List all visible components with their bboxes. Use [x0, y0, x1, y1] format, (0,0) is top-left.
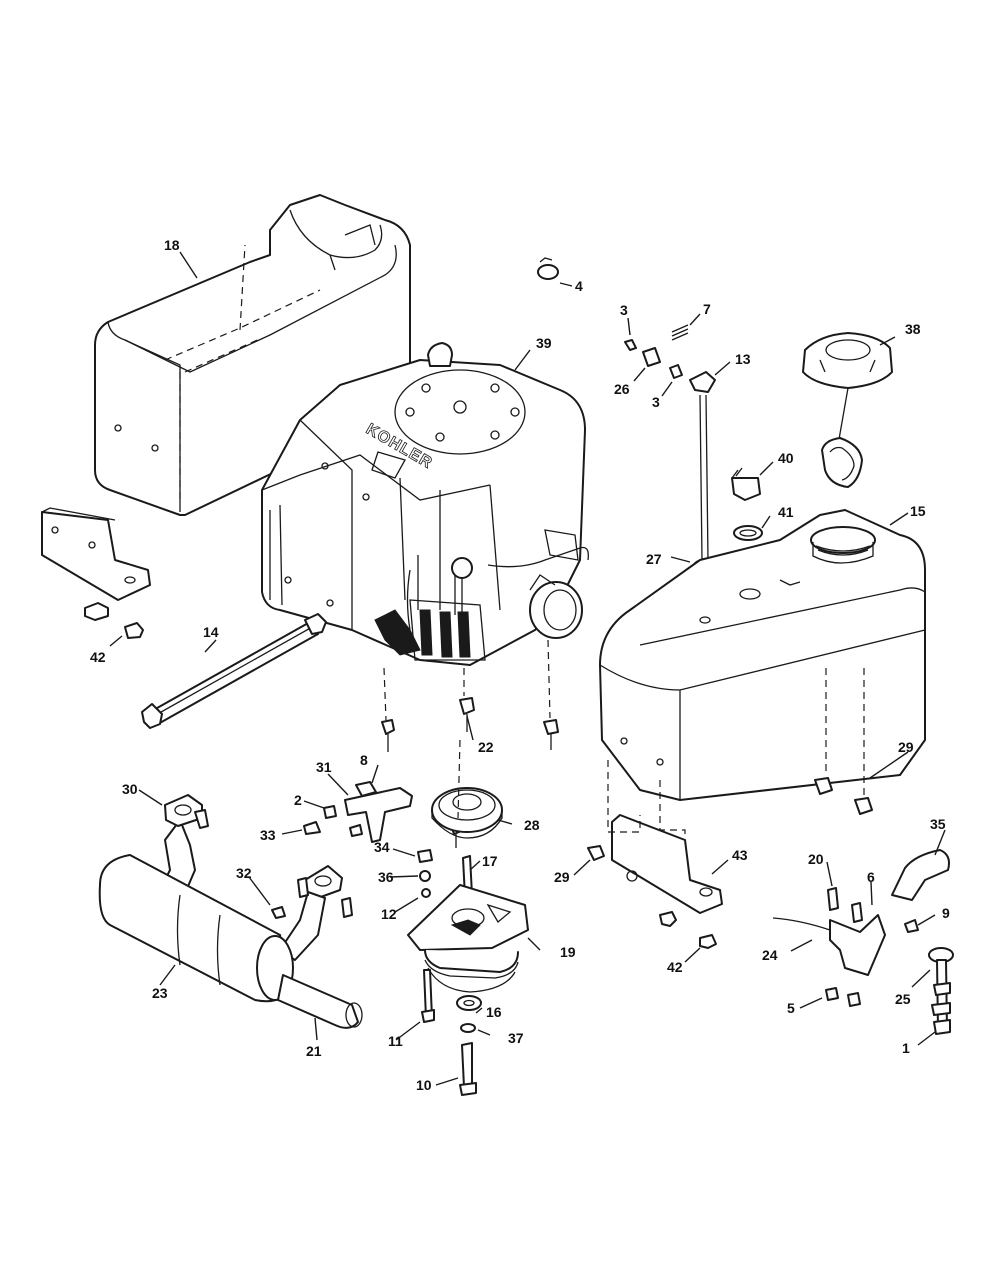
fuel-tank-part — [599, 509, 926, 801]
callout-43: 43 — [732, 847, 748, 863]
callout-31: 31 — [316, 759, 332, 775]
fuel-line-part — [141, 613, 327, 729]
callout-8: 8 — [360, 752, 368, 768]
left-mounting-bracket — [41, 507, 151, 639]
callout-11: 11 — [388, 1033, 403, 1049]
callout-42-right: 42 — [667, 959, 683, 975]
callout-28: 28 — [524, 817, 540, 833]
callout-3-lower: 3 — [652, 394, 660, 410]
callout-27: 27 — [646, 551, 662, 567]
callout-labels: 1 2 3 3 4 5 6 7 8 9 10 11 12 13 14 15 16… — [90, 237, 950, 1093]
callout-18: 18 — [164, 237, 180, 253]
callout-2: 2 — [294, 792, 302, 808]
callout-29-right: 29 — [898, 739, 914, 755]
callout-26: 26 — [614, 381, 630, 397]
callout-41: 41 — [778, 504, 794, 520]
callout-30: 30 — [122, 781, 138, 797]
callout-40: 40 — [778, 450, 794, 466]
callout-15: 15 — [910, 503, 926, 519]
callout-24: 24 — [762, 947, 778, 963]
callout-25: 25 — [895, 991, 911, 1007]
callout-4: 4 — [575, 278, 583, 294]
callout-21: 21 — [306, 1043, 322, 1059]
throttle-control-parts — [772, 887, 919, 1007]
callout-34: 34 — [374, 839, 390, 855]
callout-1: 1 — [902, 1040, 910, 1056]
hose-clamp-part — [537, 257, 559, 280]
callout-29-left: 29 — [554, 869, 570, 885]
electric-clutch-part — [407, 884, 529, 993]
clutch-hardware — [421, 969, 482, 1096]
callout-5: 5 — [787, 1000, 795, 1016]
callout-17: 17 — [482, 853, 498, 869]
callout-13: 13 — [735, 351, 751, 367]
callout-22: 22 — [478, 739, 494, 755]
pulley-part — [431, 787, 503, 839]
callout-36: 36 — [378, 869, 394, 885]
callout-7: 7 — [703, 301, 711, 317]
callout-33: 33 — [260, 827, 276, 843]
knob-part — [891, 849, 950, 901]
callout-19: 19 — [560, 944, 576, 960]
callout-10: 10 — [416, 1077, 432, 1093]
cable-fastener-parts — [928, 947, 954, 1035]
callout-35: 35 — [930, 816, 946, 832]
fuel-cap-part — [802, 332, 893, 488]
callout-16: 16 — [486, 1004, 502, 1020]
callout-42-left: 42 — [90, 649, 106, 665]
callout-37: 37 — [508, 1030, 524, 1046]
callout-20: 20 — [808, 851, 824, 867]
engine-part — [261, 342, 589, 666]
callout-23: 23 — [152, 985, 168, 1001]
muffler-exhaust-parts — [98, 794, 363, 1029]
fasteners — [271, 697, 873, 919]
assembly-lines — [383, 639, 865, 840]
fuel-fitting-parts — [624, 324, 716, 561]
small-bracket-part — [344, 787, 413, 843]
callout-39: 39 — [536, 335, 552, 351]
callout-3-upper: 3 — [620, 302, 628, 318]
callout-32: 32 — [236, 865, 252, 881]
callout-38: 38 — [905, 321, 921, 337]
fuel-valve-grommet-parts — [731, 467, 763, 541]
callout-12: 12 — [381, 906, 397, 922]
callout-9: 9 — [942, 905, 950, 921]
right-mounting-bracket — [611, 814, 723, 949]
callout-6: 6 — [867, 869, 875, 885]
leader-lines — [109, 251, 946, 1086]
callout-14: 14 — [203, 624, 219, 640]
